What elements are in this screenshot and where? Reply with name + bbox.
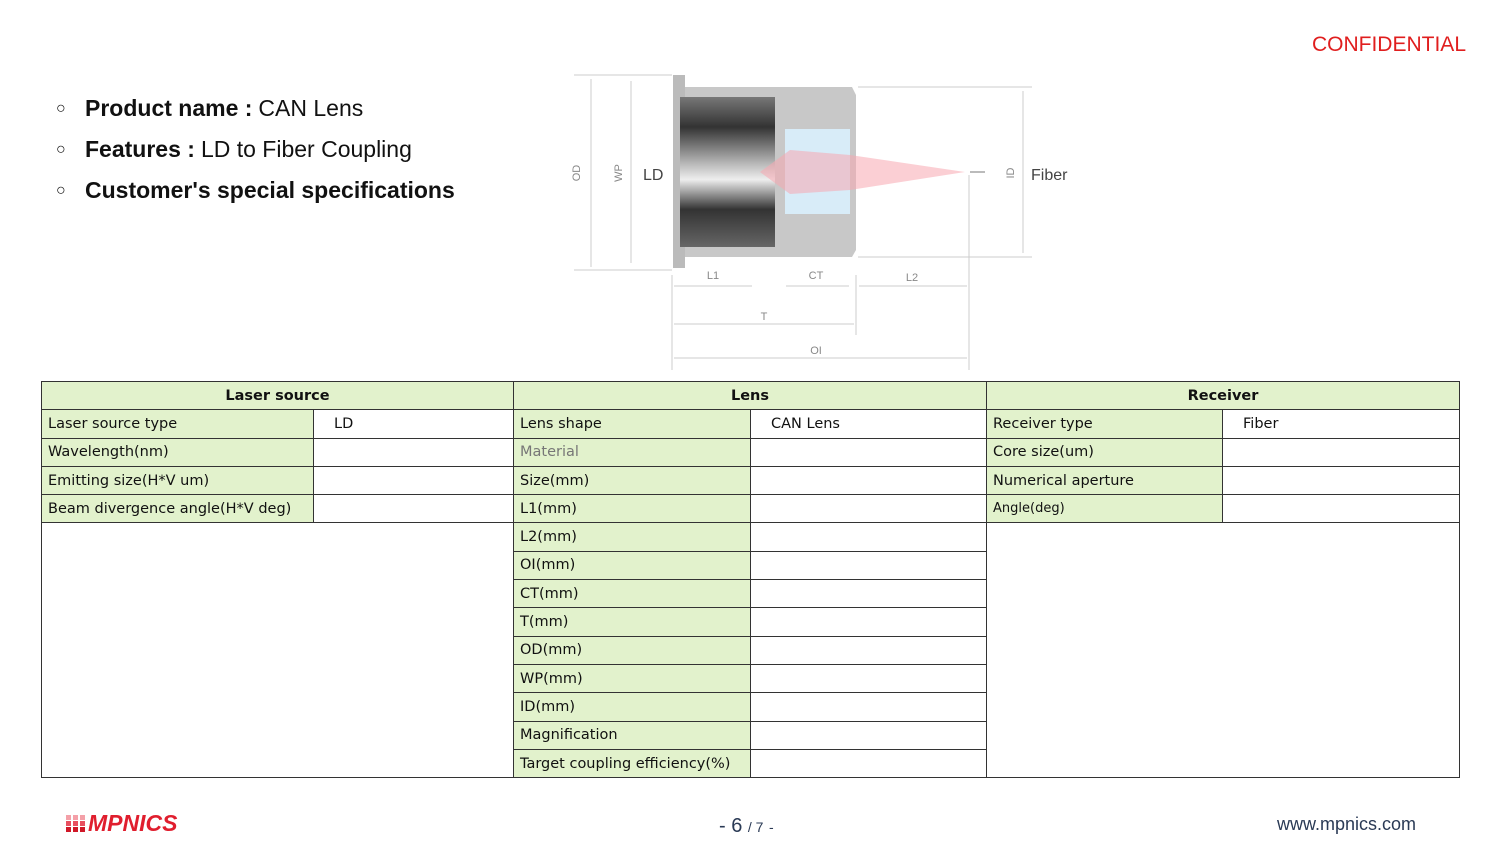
lens-value[interactable]	[750, 663, 987, 694]
table-row: OD(mm)	[42, 635, 1460, 665]
logo-grid-icon	[66, 814, 85, 832]
laser-value[interactable]	[313, 494, 514, 524]
lens-label: Size(mm)	[513, 465, 751, 496]
bullet-label: Product name :	[85, 95, 253, 121]
lens-value[interactable]	[750, 522, 987, 552]
header-lens: Lens	[513, 380, 987, 411]
receiver-value[interactable]	[1222, 494, 1460, 524]
laser-label: Wavelength(nm)	[41, 437, 314, 467]
lens-value[interactable]	[750, 635, 987, 665]
laser-empty-area	[41, 522, 514, 779]
lens-label: Target coupling efficiency(%)	[513, 748, 751, 779]
bullet-value: CAN Lens	[258, 95, 364, 121]
table-row: OI(mm)	[42, 550, 1460, 581]
bullet-specifications: ○ Customer's special specifications	[56, 170, 461, 211]
table-row: ID(mm)	[42, 692, 1460, 722]
receiver-value[interactable]	[1222, 465, 1460, 496]
id-label: ID	[1005, 167, 1017, 178]
bullet-value: LD to Fiber Coupling	[200, 136, 412, 162]
receiver-label: Core size(um)	[986, 437, 1223, 467]
lens-value[interactable]	[750, 550, 987, 581]
ld-label: LD	[643, 167, 663, 184]
table-row: Magnification	[42, 720, 1460, 750]
lens-value[interactable]	[750, 692, 987, 722]
lens-label: WP(mm)	[513, 663, 751, 694]
l1-label: L1	[707, 270, 719, 282]
t-label: T	[761, 311, 768, 323]
confidential-label: CONFIDENTIAL	[1311, 33, 1466, 56]
table-row: Wavelength(nm) Material Core size(um)	[41, 437, 1460, 467]
receiver-value[interactable]	[1222, 437, 1460, 467]
bullet-features: ○ Features :LD to Fiber Coupling	[56, 129, 461, 170]
receiver-label: Angle(deg)	[986, 494, 1223, 524]
lens-label: ID(mm)	[513, 692, 751, 722]
can-lens-diagram: OD WP ID L1 CT L2 T OI LD Fiber	[571, 74, 1068, 370]
receiver-value[interactable]: Fiber	[1222, 409, 1460, 439]
page-current: 6	[731, 815, 743, 837]
lens-value[interactable]	[750, 720, 987, 750]
bullet-label: Features :	[85, 136, 195, 162]
table-header-row: Laser source Lens Receiver	[41, 380, 1460, 411]
l2-label: L2	[906, 272, 918, 284]
table-row: Target coupling efficiency(%)	[42, 748, 1460, 779]
bullet-icon: ○	[56, 99, 66, 117]
website-url[interactable]: www.mpnics.com	[1277, 814, 1417, 834]
wp-label: WP	[613, 164, 625, 182]
lens-label: L1(mm)	[513, 494, 751, 524]
table-row: CT(mm)	[42, 579, 1460, 609]
lens-value[interactable]	[750, 494, 987, 524]
lens-value[interactable]	[750, 748, 987, 779]
receiver-label: Receiver type	[986, 409, 1223, 439]
laser-label: Emitting size(H*V um)	[41, 465, 314, 496]
logo-text: MPNICS	[88, 810, 178, 836]
bullet-icon: ○	[56, 181, 66, 199]
oi-label: OI	[810, 345, 822, 357]
laser-value[interactable]: LD	[313, 409, 514, 439]
receiver-label: Numerical aperture	[986, 465, 1223, 496]
lens-label: T(mm)	[513, 607, 751, 637]
table-row: WP(mm)	[42, 663, 1460, 694]
header-receiver: Receiver	[986, 380, 1460, 411]
laser-label: Laser source type	[41, 409, 314, 439]
lens-label: Magnification	[513, 720, 751, 750]
table-row: Emitting size(H*V um) Size(mm) Numerical…	[41, 465, 1460, 496]
receiver-empty-area	[986, 522, 1460, 779]
fiber-label: Fiber	[1031, 167, 1068, 184]
lens-value[interactable]	[750, 465, 987, 496]
bullet-icon: ○	[56, 140, 66, 158]
laser-label: Beam divergence angle(H*V deg)	[41, 494, 314, 524]
lens-value[interactable]	[750, 607, 987, 637]
lens-label: CT(mm)	[513, 579, 751, 609]
lens-label: Material	[513, 437, 751, 467]
lens-label: L2(mm)	[513, 522, 751, 552]
laser-value[interactable]	[313, 437, 514, 467]
lens-label: Lens shape	[513, 409, 751, 439]
header-laser-source: Laser source	[41, 380, 514, 411]
page-number: - 6 / 7 -	[719, 815, 774, 837]
lens-label: OI(mm)	[513, 550, 751, 581]
spec-table: Laser source Lens Receiver Laser source …	[41, 380, 1460, 779]
ct-label: CT	[809, 270, 824, 282]
bullet-product-name: ○ Product name :CAN Lens	[56, 88, 461, 129]
mpnics-logo: MPNICS	[66, 810, 177, 837]
lens-value[interactable]: CAN Lens	[750, 409, 987, 439]
table-row: L2(mm)	[41, 522, 1460, 779]
bullet-label: Customer's special specifications	[85, 177, 455, 203]
od-label: OD	[571, 165, 583, 182]
page-total: / 7	[747, 819, 764, 835]
lens-label: OD(mm)	[513, 635, 751, 665]
lens-value[interactable]	[750, 437, 987, 467]
table-row: Beam divergence angle(H*V deg) L1(mm) An…	[41, 494, 1460, 524]
laser-value[interactable]	[313, 465, 514, 496]
lens-value[interactable]	[750, 579, 987, 609]
table-row: T(mm)	[42, 607, 1460, 637]
bullet-list: ○ Product name :CAN Lens ○ Features :LD to…	[56, 88, 461, 211]
